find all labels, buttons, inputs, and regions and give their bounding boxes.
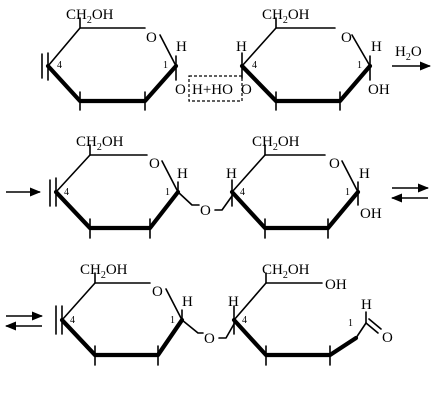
row3-right-c4-h: H xyxy=(228,294,239,310)
row3-right-ch2oh: CH2OH xyxy=(262,262,310,281)
row1-left-ring-o: O xyxy=(146,30,157,46)
row3-right-c1: 1 xyxy=(348,318,353,329)
row2-left-ring-o: O xyxy=(149,156,160,172)
row2-left-c1: 1 xyxy=(165,187,170,198)
row2-right-c1: 1 xyxy=(345,187,350,198)
row1-right-c4: 4 xyxy=(252,60,257,71)
row1-left-anomeric-o: O xyxy=(175,82,186,98)
row1-right-c1: 1 xyxy=(357,60,362,71)
row3-glycosidic-o: O xyxy=(204,331,215,347)
row1-left-c1: 1 xyxy=(163,60,168,71)
row1-left-c4: 4 xyxy=(57,60,62,71)
row3-left-anomeric-h: H xyxy=(182,294,193,310)
row2-right-c4: 4 xyxy=(240,187,245,198)
row1-ring-right: CH2OH O H 4 1 H OH xyxy=(236,7,390,111)
row1-right-anomeric-oh: OH xyxy=(368,82,390,98)
row2-right-anomeric-h: H xyxy=(359,166,370,182)
row3-right-c4: 4 xyxy=(242,315,247,326)
row3-left-c4: 4 xyxy=(70,315,75,326)
row3-left-ch2oh: CH2OH xyxy=(80,262,128,281)
water-bracket-label: H+HO xyxy=(192,82,233,98)
row1-right-ring-o: O xyxy=(341,30,352,46)
row3-aldehyde-o: O xyxy=(382,330,393,346)
row-2-maltose-cyclic: CH2OH O 4 1 H O CH2OH O H 4 1 H OH xyxy=(6,134,430,239)
row2-glycosidic-o: O xyxy=(200,203,211,219)
row2-right-anomeric-oh: OH xyxy=(360,206,382,222)
row3-ring-left: CH2OH O 4 1 H xyxy=(55,262,193,366)
row-3-maltose-open-chain: CH2OH O 4 1 H O CH2OH OH H 4 1 xyxy=(4,262,393,366)
row2-ring-left: CH2OH O 4 1 H xyxy=(49,134,188,239)
row2-right-c4-h: H xyxy=(226,166,237,182)
water-bracket-box xyxy=(188,75,243,102)
row3-open-chain: CH2OH OH H 4 1 H O xyxy=(228,262,393,366)
water-released-label: H2O xyxy=(395,44,422,63)
row1-right-ch2oh: CH2OH xyxy=(262,7,310,26)
row1-right-anomeric-h: H xyxy=(371,39,382,55)
row2-right-ring-o: O xyxy=(329,156,340,172)
row1-left-anomeric-h: H xyxy=(176,39,187,55)
row1-right-c4-h: H xyxy=(236,39,247,55)
row1-left-ch2oh: CH2OH xyxy=(66,7,114,26)
row2-left-c4: 4 xyxy=(64,187,69,198)
row-1-monomers: CH2OH O 4 1 H O H+HO O CH2OH O H 4 1 xyxy=(41,7,432,111)
row3-left-c1: 1 xyxy=(170,315,175,326)
row3-aldehyde-h: H xyxy=(361,297,372,313)
row2-left-ch2oh: CH2OH xyxy=(76,134,124,153)
row1-ring-left: CH2OH O 4 1 H O xyxy=(41,7,187,111)
row3-left-ring-o: O xyxy=(152,284,163,300)
row3-right-c5-oh: OH xyxy=(325,277,347,293)
row2-left-anomeric-h: H xyxy=(177,166,188,182)
row2-right-ch2oh: CH2OH xyxy=(252,134,300,153)
row1-right-hydroxyl-o: O xyxy=(241,82,252,98)
row2-ring-right: CH2OH O H 4 1 H OH xyxy=(226,134,382,239)
